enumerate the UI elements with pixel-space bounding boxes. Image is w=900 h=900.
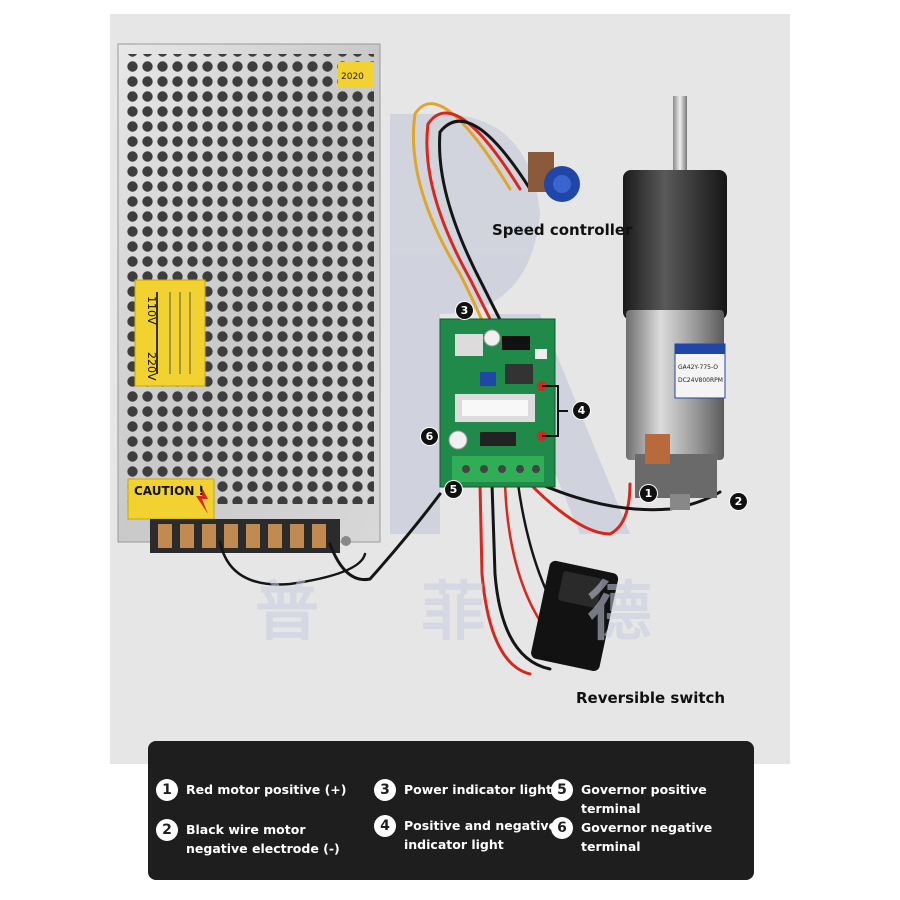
legend-item-2: 2 Black wire motor negative electrode (-… xyxy=(156,819,340,858)
legend-number: 2 xyxy=(156,819,178,841)
legend-number: 4 xyxy=(374,815,396,837)
chinese-watermark: 普 菲 德 xyxy=(255,576,692,650)
legend-number: 1 xyxy=(156,779,178,801)
legend-item-5: 5 Governor positive terminal xyxy=(551,779,754,818)
legend-number: 5 xyxy=(551,779,573,801)
legend-item-3: 3 Power indicator light xyxy=(374,779,552,801)
legend-text: Governor negative terminal xyxy=(581,820,713,854)
motor-spec-text: DC24V800RPM xyxy=(678,377,723,384)
gear-motor xyxy=(623,96,727,510)
legend-item-4: 4 Positive and negative indicator light xyxy=(374,815,557,854)
speed-potentiometer xyxy=(528,152,580,202)
marker-2: 2 xyxy=(730,493,747,510)
psu-caution-text: CAUTION ! xyxy=(134,484,204,498)
legend-item-6: 6 Governor negative terminal xyxy=(551,817,754,856)
motor-model-text: GA42Y-775-O xyxy=(678,364,718,371)
speed-controller-label: Speed controller xyxy=(492,221,633,239)
psu-terminal-block xyxy=(150,519,340,553)
legend-item-1: 1 Red motor positive (+) xyxy=(156,779,347,801)
reversible-switch-label: Reversible switch xyxy=(576,689,726,707)
reversible-switch xyxy=(531,560,619,672)
marker-6: 6 xyxy=(421,428,438,445)
legend-text: Red motor positive (+) xyxy=(186,782,347,797)
psu-220v-text: 220V xyxy=(145,352,158,381)
marker-4: 4 xyxy=(573,402,590,419)
legend-number: 3 xyxy=(374,779,396,801)
legend-text: Governor positive terminal xyxy=(581,782,707,816)
governor-board xyxy=(439,318,556,488)
marker-5: 5 xyxy=(445,481,462,498)
wiring xyxy=(218,102,722,676)
legend-number: 6 xyxy=(551,817,573,839)
psu-date-label xyxy=(338,62,374,88)
marker-3: 3 xyxy=(456,302,473,319)
psu-110v-text: 110V xyxy=(145,296,158,325)
legend-panel: 1 Red motor positive (+) 2 Black wire mo… xyxy=(148,741,754,880)
power-supply-unit xyxy=(117,43,381,553)
legend-text: Black wire motor negative electrode (-) xyxy=(186,822,340,856)
psu-date-text: 2020 xyxy=(341,72,364,82)
marker-1: 1 xyxy=(640,485,657,502)
legend-text: Power indicator light xyxy=(404,782,553,797)
legend-text: Positive and negative indicator light xyxy=(404,818,557,852)
wiring-photo: 普 菲 德 2020 CAUTION ! 110V 220V GA42Y-775… xyxy=(110,14,790,764)
